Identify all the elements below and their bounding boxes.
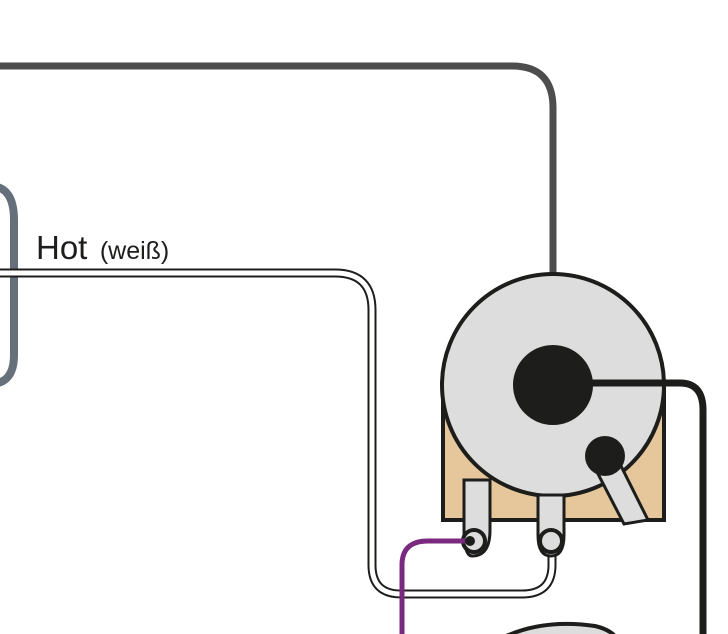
blue-gray-wire — [0, 183, 18, 387]
hot-label: Hot (weiß) — [36, 229, 169, 266]
hot-label-sub: (weiß) — [100, 237, 169, 265]
pot-shaft — [513, 345, 593, 425]
bottom-component — [505, 621, 616, 634]
pot-solder-point — [585, 436, 625, 476]
purple-wire-end — [465, 536, 475, 546]
purple-wire — [399, 538, 471, 634]
ground-wire — [0, 62, 557, 389]
hot-wire — [0, 268, 557, 599]
pot-lug-middle — [536, 493, 566, 558]
hot-label-main: Hot — [36, 229, 87, 266]
black-wire — [586, 379, 707, 634]
